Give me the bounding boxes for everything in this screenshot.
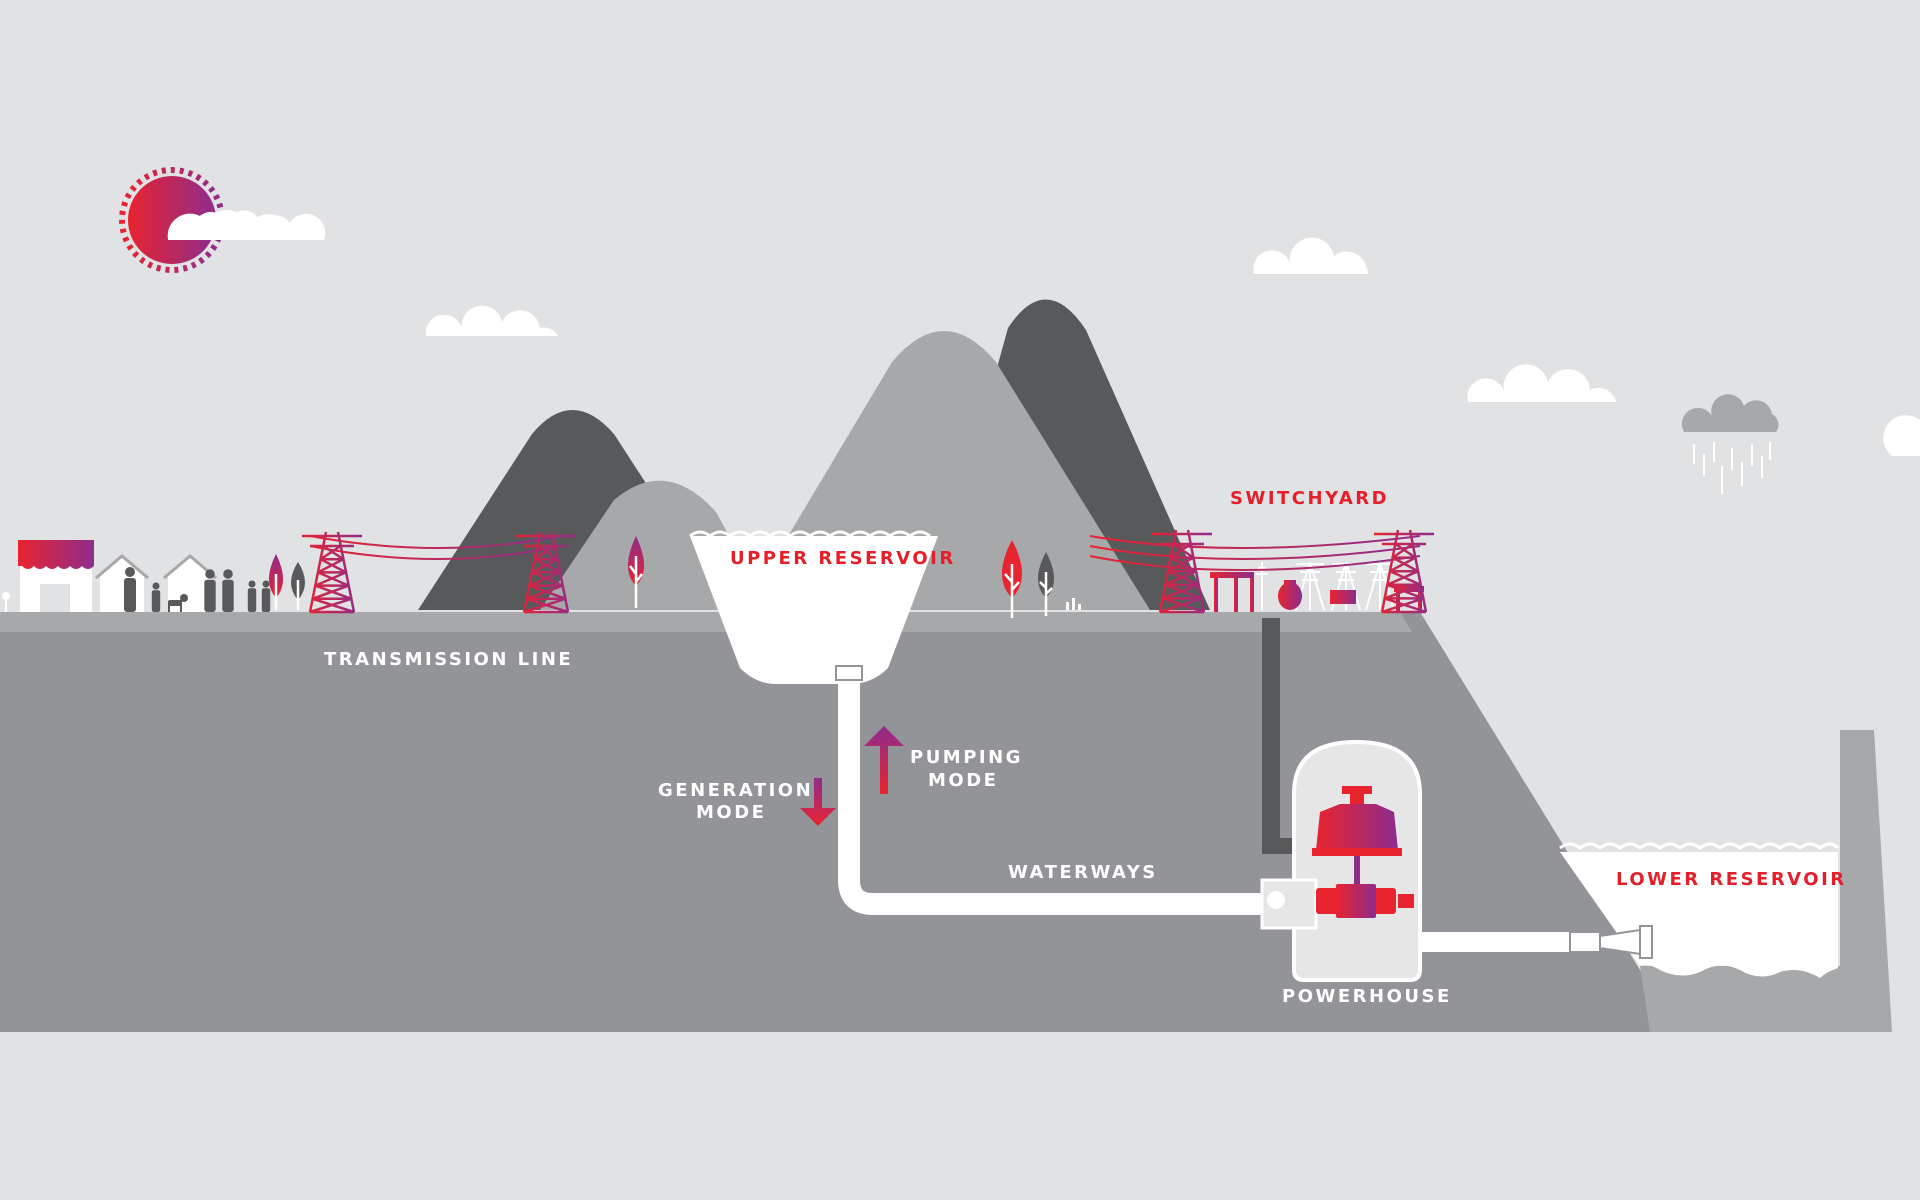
cloud-icon: [1467, 364, 1616, 402]
person-icon: [247, 580, 257, 612]
person-icon: [124, 567, 136, 612]
tree-icon: [291, 562, 305, 610]
people-group: [124, 567, 271, 612]
pylon-icon: [302, 531, 362, 614]
pylons: [302, 529, 1434, 614]
cloud-icon: [167, 209, 326, 240]
rain-cloud-icon: [1681, 394, 1779, 494]
grass-icon: [1066, 598, 1081, 610]
tree-icon: [1038, 552, 1054, 616]
switchyard-label: SWITCHYARD: [1230, 488, 1389, 509]
turbine-icon: [1312, 786, 1414, 918]
dog-icon: [168, 594, 188, 612]
transmission-line-label: TRANSMISSION LINE: [324, 649, 573, 670]
tree-icon: [628, 536, 644, 608]
generation-mode-label-line2: MODE: [696, 802, 766, 823]
arrow-down-icon: [800, 778, 836, 826]
powerhouse-label: POWERHOUSE: [1282, 986, 1452, 1007]
ground: [0, 612, 1920, 1032]
house-icon: [95, 554, 149, 612]
person-icon: [222, 569, 234, 612]
person-icon: [261, 580, 271, 612]
upper-reservoir-label: UPPER RESERVOIR: [730, 548, 956, 569]
person-icon: [151, 582, 161, 612]
pumping-mode-label-line2: MODE: [928, 770, 998, 791]
lower-reservoir-label: LOWER RESERVOIR: [1616, 869, 1847, 890]
pylon-icon: [516, 531, 576, 614]
generation-mode-label-line1: GENERATION: [658, 780, 813, 801]
sign-icon: [2, 592, 10, 612]
tree-icon: [269, 554, 283, 610]
person-icon: [204, 569, 216, 612]
shop-icon: [18, 540, 94, 612]
waterways-label: WATERWAYS: [1008, 862, 1158, 883]
outlet-pipe: [1569, 925, 1653, 959]
pylon-icon: [1374, 529, 1434, 614]
cloud-icon: [425, 305, 558, 336]
upper-reservoir: [689, 530, 938, 684]
arrow-up-icon: [864, 726, 904, 794]
pylon-icon: [1152, 529, 1212, 614]
cloud-icon: [1253, 237, 1369, 274]
powerhouse: [1260, 618, 1422, 982]
cloud-icon: [1883, 415, 1920, 456]
pumping-mode-label-line1: PUMPING: [910, 747, 1023, 768]
tree-icon: [1002, 540, 1022, 618]
